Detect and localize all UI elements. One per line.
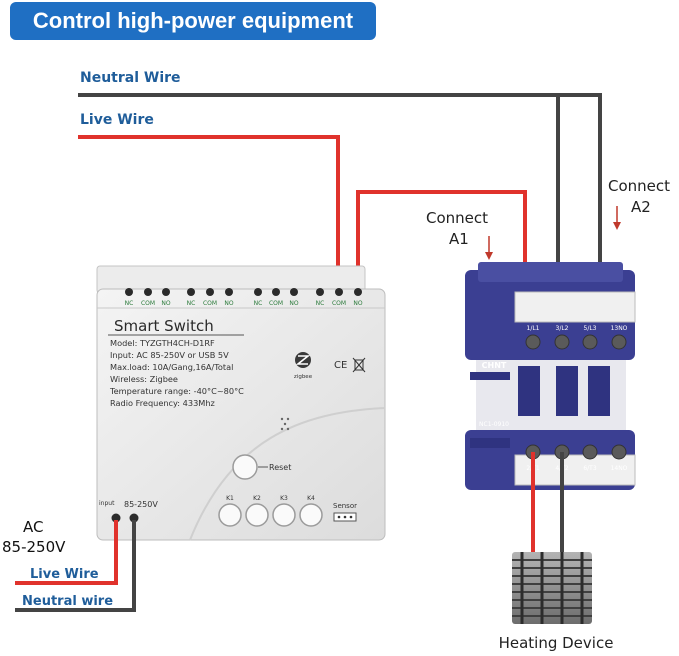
connect-a2-line2: A2 <box>631 198 651 216</box>
spec-wireless: Wireless: Zigbee <box>110 374 178 384</box>
k4-label: K4 <box>307 495 315 502</box>
heating-device-label: Heating Device <box>499 634 614 652</box>
terminal-4-nc: NC <box>316 300 325 307</box>
reset-label: Reset <box>269 463 291 472</box>
terminal-2-nc: NC <box>187 300 196 307</box>
terminal-4-com: COM <box>332 300 346 307</box>
sensor-label: Sensor <box>333 502 357 510</box>
k4-button[interactable] <box>299 503 323 527</box>
zigbee-label: zigbee <box>294 374 313 380</box>
arrow-a2-head-icon <box>613 222 621 230</box>
contactor-terminal-l1: 1/L1 <box>527 325 540 332</box>
neutral-wire-bottom <box>15 520 136 612</box>
contactor-brand: CHNT <box>482 361 507 370</box>
k1-button[interactable] <box>218 503 242 527</box>
ac-voltage-label: 85-250V <box>2 538 66 556</box>
connect-a2-line1: Connect <box>608 177 670 195</box>
live-wire-top <box>78 135 527 322</box>
k2-button[interactable] <box>245 503 269 527</box>
contactor-terminal-t3: 6/T3 <box>583 465 597 472</box>
neutral-wire-label: Neutral Wire <box>80 70 181 86</box>
page-title: Control high-power equipment <box>10 2 376 40</box>
input-label: input <box>99 500 115 507</box>
live-wire-bottom <box>15 520 118 585</box>
zigbee-icon <box>295 352 311 368</box>
connect-a1-line1: Connect <box>426 209 488 227</box>
sensor-port-icon <box>333 512 357 522</box>
contactor: 1/L1 3/L2 5/L3 13NO 2/T1 4/T2 6/T3 14NO … <box>465 262 636 490</box>
speaker-holes-icon <box>280 417 290 431</box>
input-terminal-neutral <box>129 513 139 523</box>
input-voltage: 85-250V <box>124 500 158 509</box>
terminal-3-nc: NC <box>254 300 263 307</box>
k3-label: K3 <box>280 495 288 502</box>
ce-mark: CE <box>334 360 347 371</box>
k3-button[interactable] <box>272 503 296 527</box>
terminal-2-com: COM <box>203 300 217 307</box>
weee-bin-icon <box>352 357 366 373</box>
arrow-a1-head-icon <box>485 252 493 260</box>
k1-label: K1 <box>226 495 234 502</box>
live-wire-bottom-label: Live Wire <box>30 567 99 582</box>
terminal-3-no: NO <box>289 300 298 307</box>
spec-max-load: Max.load: 10A/Gang,16A/Total <box>110 362 233 372</box>
smart-switch: NC COM NO NC COM NO NC COM NO NC COM NO … <box>96 265 386 541</box>
heating-device-icon <box>512 552 592 624</box>
contactor-terminal-14no: 14NO <box>611 465 628 472</box>
contactor-model: NC1-0910 <box>479 421 509 428</box>
terminal-2-no: NO <box>224 300 233 307</box>
spec-temperature: Temperature range: -40°C~80°C <box>109 386 244 396</box>
contactor-terminal-l3: 5/L3 <box>584 325 597 332</box>
terminal-3-com: COM <box>269 300 283 307</box>
spec-input: Input: AC 85-250V or USB 5V <box>110 350 229 360</box>
terminal-1-nc: NC <box>125 300 134 307</box>
input-terminal-live <box>111 513 121 523</box>
k2-label: K2 <box>253 495 261 502</box>
ac-label: AC <box>23 518 43 536</box>
reset-button[interactable] <box>232 454 258 480</box>
spec-model: Model: TYZGTH4CH-D1RF <box>110 338 215 348</box>
live-wire-label: Live Wire <box>80 112 154 128</box>
spec-radio-frequency: Radio Frequency: 433Mhz <box>110 398 215 408</box>
terminal-block: NC COM NO NC COM NO NC COM NO NC COM NO <box>125 288 363 307</box>
contactor-terminal-13no: 13NO <box>611 325 628 332</box>
switch-name: Smart Switch <box>114 317 214 335</box>
connect-a1-line2: A1 <box>449 230 469 248</box>
terminal-4-no: NO <box>353 300 362 307</box>
terminal-1-no: NO <box>161 300 170 307</box>
neutral-wire-top <box>78 93 602 284</box>
contactor-terminal-l2: 3/L2 <box>556 325 569 332</box>
terminal-1-com: COM <box>141 300 155 307</box>
neutral-wire-bottom-label: Neutral wire <box>22 594 113 609</box>
